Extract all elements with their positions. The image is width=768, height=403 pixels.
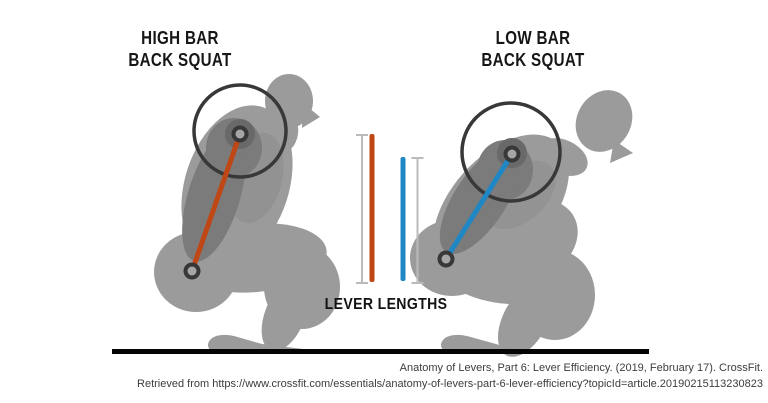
- low-bar-hip-ring: [437, 250, 455, 268]
- high-bar-position-circle: [192, 83, 288, 179]
- high-bar-measure-bracket: [356, 134, 368, 284]
- low-bar-lever-line: [443, 152, 515, 261]
- low-bar-title-line1: LOW BAR: [495, 27, 571, 48]
- figure-shin: [497, 283, 553, 357]
- high-bar-title: HIGH BAR BACK SQUAT: [102, 27, 258, 71]
- figure-head: [575, 90, 633, 152]
- figure-foot: [441, 334, 518, 352]
- low-bar-measure-bracket: [411, 157, 424, 284]
- citation-line2: Retrieved from https://www.crossfit.com/…: [137, 377, 763, 390]
- ground-line: [112, 349, 649, 354]
- high-bar-bar-ring: [231, 125, 249, 143]
- figure-head: [265, 74, 313, 128]
- low-bar-title: LOW BAR BACK SQUAT: [455, 27, 611, 71]
- high-bar-lever-line: [189, 133, 243, 272]
- citation: Anatomy of Levers, Part 6: Lever Efficie…: [43, 361, 763, 392]
- low-bar-bar-ring: [503, 145, 521, 163]
- figure-shin: [261, 278, 309, 352]
- ring-inner: [187, 266, 197, 276]
- low-bar-title-line2: BACK SQUAT: [481, 49, 585, 70]
- ring-inner: [441, 254, 451, 264]
- figure-nose: [302, 103, 320, 128]
- high-bar-title-line1: HIGH BAR: [141, 27, 219, 48]
- high-bar-length-bar: [369, 134, 375, 282]
- citation-line1: Anatomy of Levers, Part 6: Lever Efficie…: [399, 362, 763, 374]
- lever-lengths-label: LEVER LENGTHS: [324, 296, 448, 313]
- low-bar-length-bar: [400, 157, 406, 281]
- high-bar-title-line2: BACK SQUAT: [128, 49, 232, 70]
- figure-nose: [610, 140, 633, 163]
- ring-inner: [507, 149, 517, 159]
- low-bar-position-circle: [460, 101, 562, 203]
- high-bar-hip-ring: [183, 262, 201, 280]
- ring-inner: [235, 129, 245, 139]
- figure-foot: [208, 334, 307, 352]
